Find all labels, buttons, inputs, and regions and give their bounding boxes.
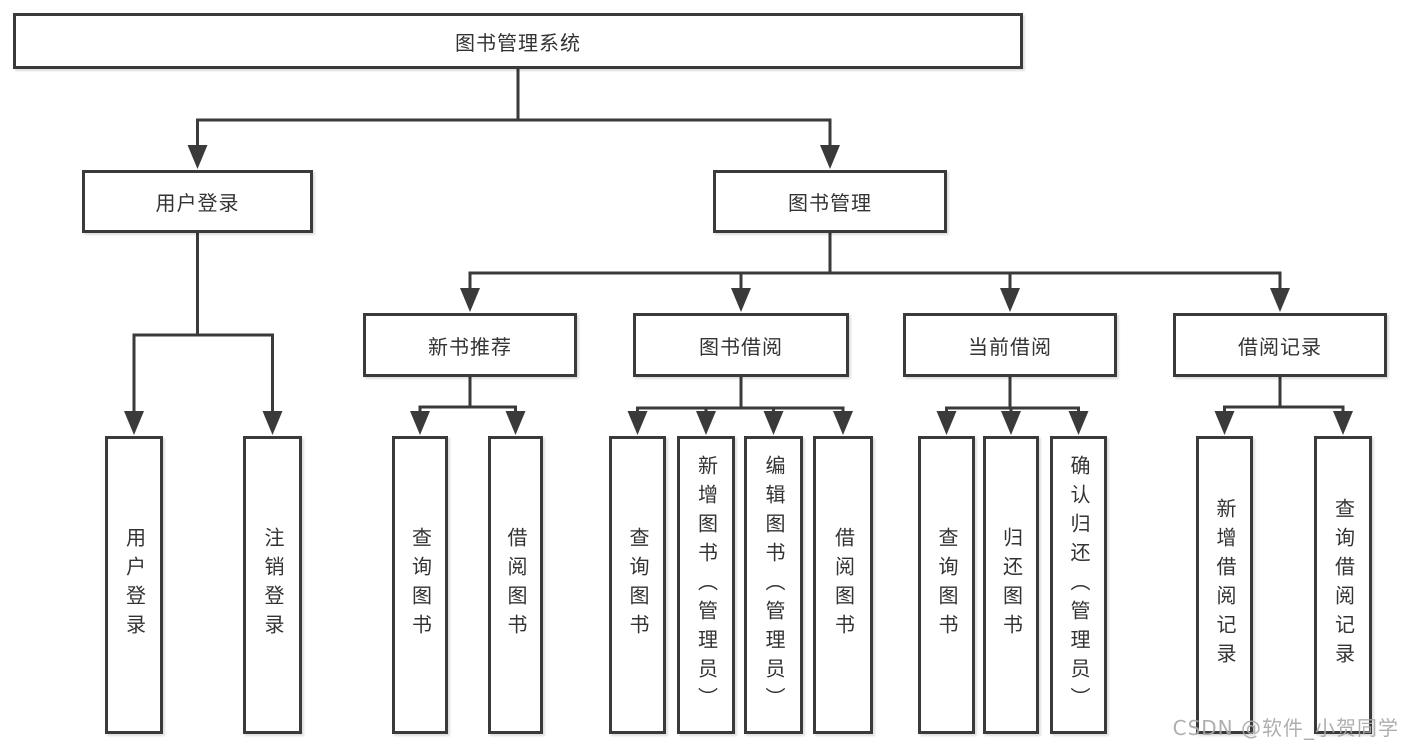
arrowhead <box>1214 411 1235 435</box>
node-label: 新增图书（管理员） <box>694 454 719 716</box>
node-user-login: 用户登录 <box>82 170 313 233</box>
edge-borrow-records <box>1214 375 1353 435</box>
arrowhead <box>1001 411 1021 435</box>
arrowhead <box>696 411 716 435</box>
node-br-query: 查询借阅记录 <box>1314 436 1372 734</box>
node-label: 借阅记录 <box>1238 334 1322 359</box>
node-ul-logout: 注销登录 <box>243 436 302 734</box>
node-label: 用户登录 <box>122 527 147 643</box>
node-current-borrow: 当前借阅 <box>903 313 1117 377</box>
arrowhead <box>410 411 430 435</box>
arrowhead <box>187 145 208 169</box>
arrowhead <box>820 145 840 169</box>
edge-new-book-rec <box>410 375 526 435</box>
node-bb-query: 查询图书 <box>609 436 666 734</box>
watermark: CSDN @软件_小贺同学 <box>1172 716 1399 740</box>
node-label: 新增借阅记录 <box>1213 498 1237 672</box>
node-label: 新书推荐 <box>428 334 512 359</box>
arrowhead <box>936 411 957 435</box>
node-book-borrow: 图书借阅 <box>633 313 849 377</box>
edge-root <box>187 67 840 169</box>
node-cb-confirm: 确认归还（管理员） <box>1050 436 1107 734</box>
node-label: 图书管理 <box>788 191 872 215</box>
node-cb-return: 归还图书 <box>983 436 1039 734</box>
arrowhead <box>262 411 283 435</box>
node-label: 归还图书 <box>999 527 1024 643</box>
node-label: 借阅图书 <box>831 527 856 643</box>
arrowhead <box>1270 288 1290 312</box>
node-bb-borrow: 借阅图书 <box>813 436 873 734</box>
edge-book-borrow <box>627 375 853 435</box>
node-book-mgmt: 图书管理 <box>713 170 947 233</box>
edge-book-mgmt <box>460 231 1290 312</box>
node-rec-query: 查询图书 <box>392 436 448 734</box>
node-label: 查询图书 <box>408 527 433 643</box>
node-borrow-records: 借阅记录 <box>1173 313 1387 377</box>
arrowhead <box>627 411 648 435</box>
arrowhead <box>731 288 751 312</box>
node-root: 图书管理系统 <box>13 13 1023 69</box>
arrowhead <box>1333 411 1353 435</box>
node-label: 当前借阅 <box>968 334 1052 359</box>
arrowhead <box>763 411 784 435</box>
node-label: 查询图书 <box>626 527 650 643</box>
node-label: 借阅图书 <box>504 527 528 643</box>
node-label: 图书借阅 <box>699 334 783 359</box>
arrowhead <box>1000 288 1020 312</box>
node-new-book-rec: 新书推荐 <box>363 313 577 377</box>
arrowhead <box>1068 411 1089 435</box>
node-label: 编辑图书（管理员） <box>762 454 786 716</box>
node-label: 用户登录 <box>155 191 240 215</box>
node-bb-add: 新增图书（管理员） <box>677 436 735 734</box>
node-br-add: 新增借阅记录 <box>1196 436 1253 734</box>
node-label: 确认归还（管理员） <box>1067 454 1091 716</box>
node-label: 查询图书 <box>935 527 959 643</box>
edge-user-login <box>124 231 283 435</box>
node-label: 查询借阅记录 <box>1331 498 1356 672</box>
arrowhead <box>124 411 144 435</box>
arrowhead <box>833 411 853 435</box>
node-label: 图书管理系统 <box>455 30 581 55</box>
node-label: 注销登录 <box>261 527 285 643</box>
node-ul-login: 用户登录 <box>105 436 163 734</box>
node-rec-borrow: 借阅图书 <box>488 436 543 734</box>
arrowhead <box>505 411 526 435</box>
node-cb-query: 查询图书 <box>918 436 975 734</box>
node-bb-edit: 编辑图书（管理员） <box>744 436 803 734</box>
edge-current-borrow <box>936 375 1089 435</box>
arrowhead <box>460 288 480 312</box>
